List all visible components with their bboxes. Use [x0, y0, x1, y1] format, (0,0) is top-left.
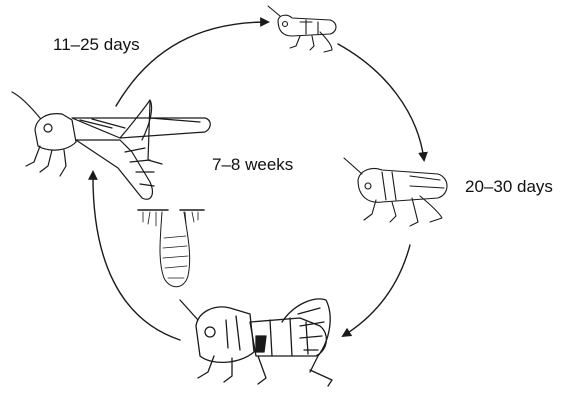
arrow-adult-to-egg: [93, 172, 180, 340]
egg-stage-label: 11–25 days: [53, 36, 140, 53]
nymph-stage-label: 7–8 weeks: [212, 156, 293, 173]
adult-stage-label: 20–30 days: [465, 178, 553, 195]
egg-pod-burrow: [138, 210, 204, 287]
mid-nymph: [344, 158, 447, 226]
first-nymph: [268, 6, 336, 52]
arrow-mid-to-adult: [343, 245, 410, 336]
adult-grasshopper: [180, 299, 332, 386]
arrow-nymph-to-mid: [338, 44, 424, 160]
adult-female-grasshopper: [12, 92, 210, 199]
